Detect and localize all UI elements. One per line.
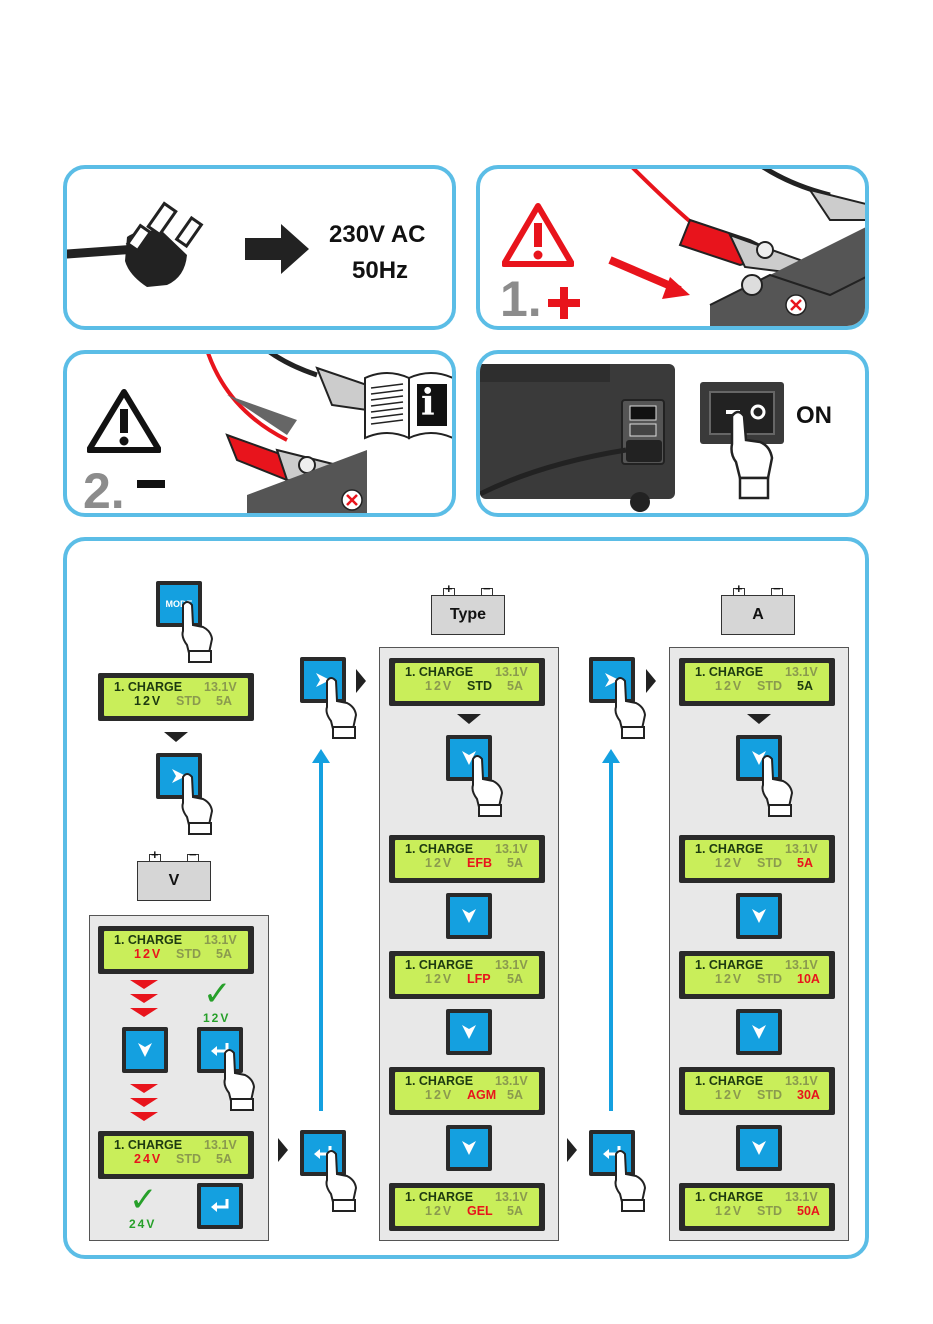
hand-pointer-icon <box>614 1150 647 1212</box>
down-arrow-icon <box>462 1141 476 1155</box>
plus-icon <box>548 287 580 319</box>
down-arrow-icon <box>462 751 476 765</box>
up-arrow-head <box>602 749 620 763</box>
down-arrow-icon <box>138 1043 152 1057</box>
down-arrow-icon <box>752 751 766 765</box>
hand-pointer-icon <box>761 755 794 817</box>
enter-button[interactable] <box>197 1183 243 1229</box>
red-down-chevron <box>130 1098 158 1107</box>
check-icon: ✓ <box>203 975 232 1013</box>
panel-power: 230V AC 50Hz <box>63 165 456 330</box>
down-button[interactable] <box>736 893 782 939</box>
voltage-label: 230V AC <box>329 221 426 248</box>
battery-amp-label: A <box>721 595 795 635</box>
down-button[interactable] <box>122 1027 168 1073</box>
down-arrow <box>747 714 771 724</box>
step-number: 2. <box>83 463 125 517</box>
enter-icon <box>211 1199 229 1212</box>
right-arrow <box>278 1138 288 1162</box>
plug-icon <box>67 201 204 287</box>
power-switch-icon[interactable] <box>700 382 784 502</box>
red-down-chevron <box>130 1008 158 1017</box>
panel-connect-positive: 1. <box>476 165 869 330</box>
hand-pointer-icon <box>325 677 358 739</box>
hand-pointer-icon <box>325 1150 358 1212</box>
down-button[interactable] <box>446 1009 492 1055</box>
down-arrow <box>164 732 188 742</box>
panel-connect-negative: 2. i <box>63 350 456 517</box>
hand-pointer-icon <box>223 1049 256 1111</box>
info-letter: i <box>421 382 435 424</box>
hand-pointer-icon <box>471 755 504 817</box>
down-arrow-icon <box>752 909 766 923</box>
next-arrow-icon <box>605 673 619 687</box>
right-arrow <box>356 669 366 693</box>
right-arrow <box>646 669 656 693</box>
down-arrow-icon <box>462 909 476 923</box>
red-down-chevron <box>130 1084 158 1093</box>
battery-amp-icon: +− A <box>721 582 795 635</box>
battery-voltage-icon: +− V <box>137 848 211 901</box>
step-number: 1. <box>500 271 542 327</box>
panel-power-on: ON <box>476 350 869 517</box>
check-icon: ✓ <box>129 1181 158 1219</box>
down-arrow-icon <box>752 1141 766 1155</box>
down-arrow-icon <box>462 1025 476 1039</box>
battery-type-icon: +− Type <box>431 582 505 635</box>
down-arrow-icon <box>752 1025 766 1039</box>
manual-book-icon <box>364 372 452 440</box>
down-arrow <box>457 714 481 724</box>
check-label-24v: 24V <box>129 1217 157 1231</box>
warning-icon <box>87 389 161 453</box>
next-arrow-icon <box>316 673 330 687</box>
next-arrow-icon <box>172 769 186 783</box>
frequency-label: 50Hz <box>352 257 409 284</box>
down-button[interactable] <box>736 1125 782 1171</box>
arrow-right-icon <box>245 224 309 274</box>
red-down-chevron <box>130 994 158 1003</box>
up-arrow-head <box>312 749 330 763</box>
minus-icon <box>137 480 165 488</box>
warning-icon <box>502 203 574 267</box>
battery-clamps-illustration <box>206 354 367 513</box>
down-button[interactable] <box>736 1009 782 1055</box>
hand-pointer-icon <box>181 601 214 663</box>
hand-pointer-icon <box>614 677 647 739</box>
battery-voltage-label: V <box>137 861 211 901</box>
battery-type-label: Type <box>431 595 505 635</box>
down-button[interactable] <box>446 893 492 939</box>
red-down-chevron <box>130 1112 158 1121</box>
battery-clamps-illustration <box>608 169 865 326</box>
charger-device-illustration <box>480 364 675 512</box>
up-arrow-line <box>319 761 323 1111</box>
hand-pointer-icon <box>181 773 214 835</box>
down-button[interactable] <box>446 1125 492 1171</box>
up-arrow-line <box>609 761 613 1111</box>
mode-button-label: MODE <box>165 599 193 609</box>
red-down-chevron <box>130 980 158 989</box>
on-label: ON <box>796 402 832 429</box>
right-arrow <box>567 1138 577 1162</box>
check-label-12v: 12V <box>203 1011 231 1025</box>
